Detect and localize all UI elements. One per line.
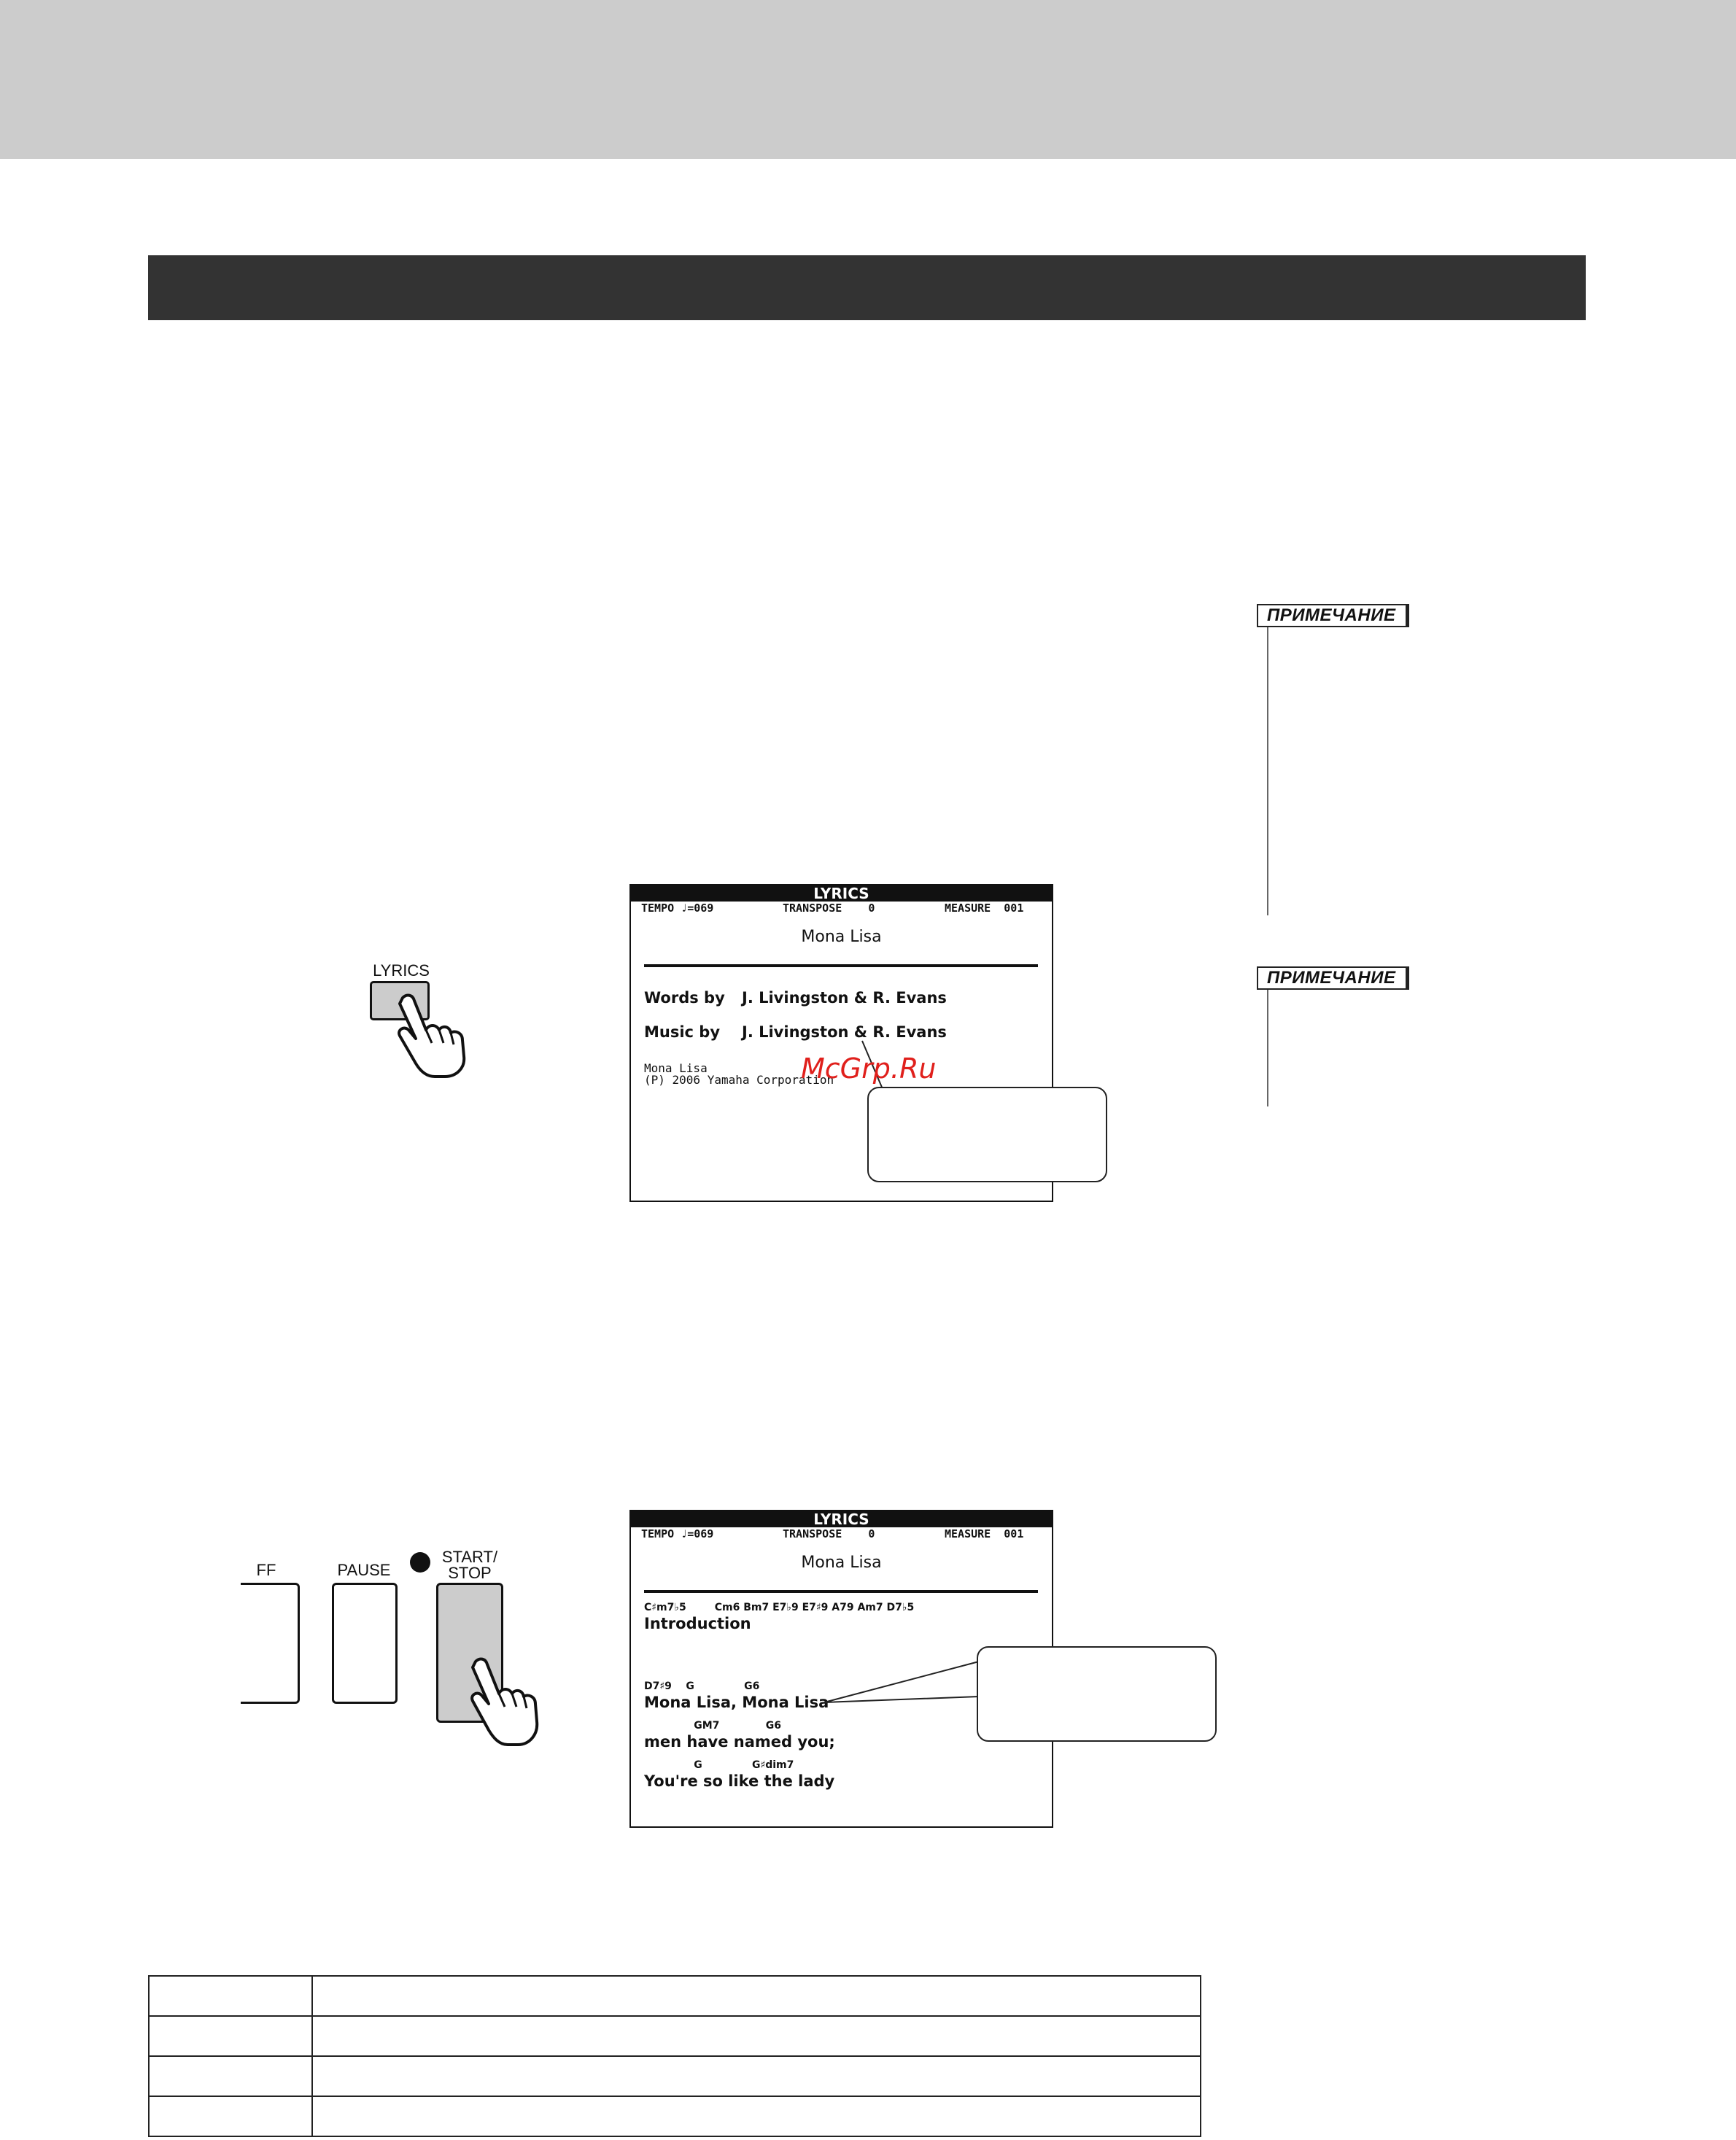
callout-pointer-2 <box>824 1661 980 1703</box>
header-band <box>0 0 1736 159</box>
callout-box-2 <box>977 1646 1217 1742</box>
start-stop-label-line2: STOP <box>448 1564 492 1582</box>
chord-line-4: G G♯dim7 <box>644 1759 794 1771</box>
callout-box-1 <box>867 1087 1107 1182</box>
music-value: J. Livingston & R. Evans <box>742 1023 947 1041</box>
measure-readout: MEASURE 001 <box>945 1527 1024 1540</box>
watermark: McGrp.Ru <box>801 1052 937 1085</box>
note-tag-2: ПРИМЕЧАНИЕ <box>1257 966 1410 990</box>
pointing-hand-icon <box>398 993 466 1078</box>
table-cell <box>311 2096 1201 2137</box>
music-label: Music by <box>644 1023 721 1041</box>
lyric-line-4: You're so like the lady <box>644 1772 835 1790</box>
lcd-divider <box>644 1590 1038 1593</box>
tempo-readout: TEMPO ♩=069 <box>641 902 714 915</box>
copyright-line-2: (P) 2006 Yamaha Corporation <box>644 1073 834 1087</box>
lyric-line-1: Introduction <box>644 1615 751 1632</box>
chord-line-1: C♯m7♭5 Cm6 Bm7 E7♭9 E7♯9 A79 Am7 D7♭5 <box>644 1602 915 1613</box>
spec-table <box>148 1975 1201 2137</box>
song-title: Mona Lisa <box>801 1554 882 1572</box>
table-cell <box>311 2015 1201 2057</box>
table-row <box>148 2055 1201 2097</box>
ff-button[interactable] <box>241 1583 300 1704</box>
start-stop-button[interactable] <box>436 1583 503 1723</box>
transpose-readout: TRANSPOSE 0 <box>783 1527 875 1540</box>
copyright-line-1: Mona Lisa <box>644 1061 708 1075</box>
chord-line-2: D7♯9 G G6 <box>644 1680 760 1692</box>
lcd-screen-title: LYRICS TEMPO ♩=069 TRANSPOSE 0 MEASURE 0… <box>629 884 1053 1202</box>
lcd-divider <box>644 964 1038 967</box>
table-row <box>148 2015 1201 2057</box>
tempo-readout: TEMPO ♩=069 <box>641 1527 714 1540</box>
note-rule-1 <box>1267 627 1268 915</box>
transpose-readout: TRANSPOSE 0 <box>783 902 875 915</box>
chord-line-3: GM7 G6 <box>644 1720 781 1732</box>
table-cell <box>311 1975 1201 2017</box>
note-rule-2 <box>1267 990 1268 1106</box>
lyric-line-3: men have named you; <box>644 1733 835 1751</box>
section-title-bar <box>148 255 1586 320</box>
measure-readout: MEASURE 001 <box>945 902 1024 915</box>
table-cell <box>148 2096 313 2137</box>
words-value: J. Livingston & R. Evans <box>742 989 947 1007</box>
table-row <box>148 1975 1201 2017</box>
note-tag-1: ПРИМЕЧАНИЕ <box>1257 604 1410 627</box>
words-label: Words by <box>644 989 725 1007</box>
pause-button-label: PAUSE <box>337 1561 391 1579</box>
lyrics-button[interactable] <box>370 981 430 1020</box>
start-stop-label-line1: START/ <box>441 1548 498 1566</box>
ff-button-label: FF <box>256 1561 276 1579</box>
lcd-header: LYRICS <box>631 1511 1052 1527</box>
spec-table-body <box>148 1975 1201 2137</box>
lyrics-button-label: LYRICS <box>373 961 430 980</box>
pointing-hand-icon <box>470 1657 539 1746</box>
lcd-header: LYRICS <box>631 885 1052 902</box>
table-cell <box>148 2055 313 2097</box>
table-cell <box>148 2015 313 2057</box>
song-title: Mona Lisa <box>801 928 882 946</box>
table-row <box>148 2096 1201 2137</box>
table-cell <box>148 1975 313 2017</box>
lyric-line-2: Mona Lisa, Mona Lisa <box>644 1694 829 1711</box>
record-indicator-dot <box>410 1552 430 1573</box>
table-cell <box>311 2055 1201 2097</box>
pause-button[interactable] <box>332 1583 398 1704</box>
